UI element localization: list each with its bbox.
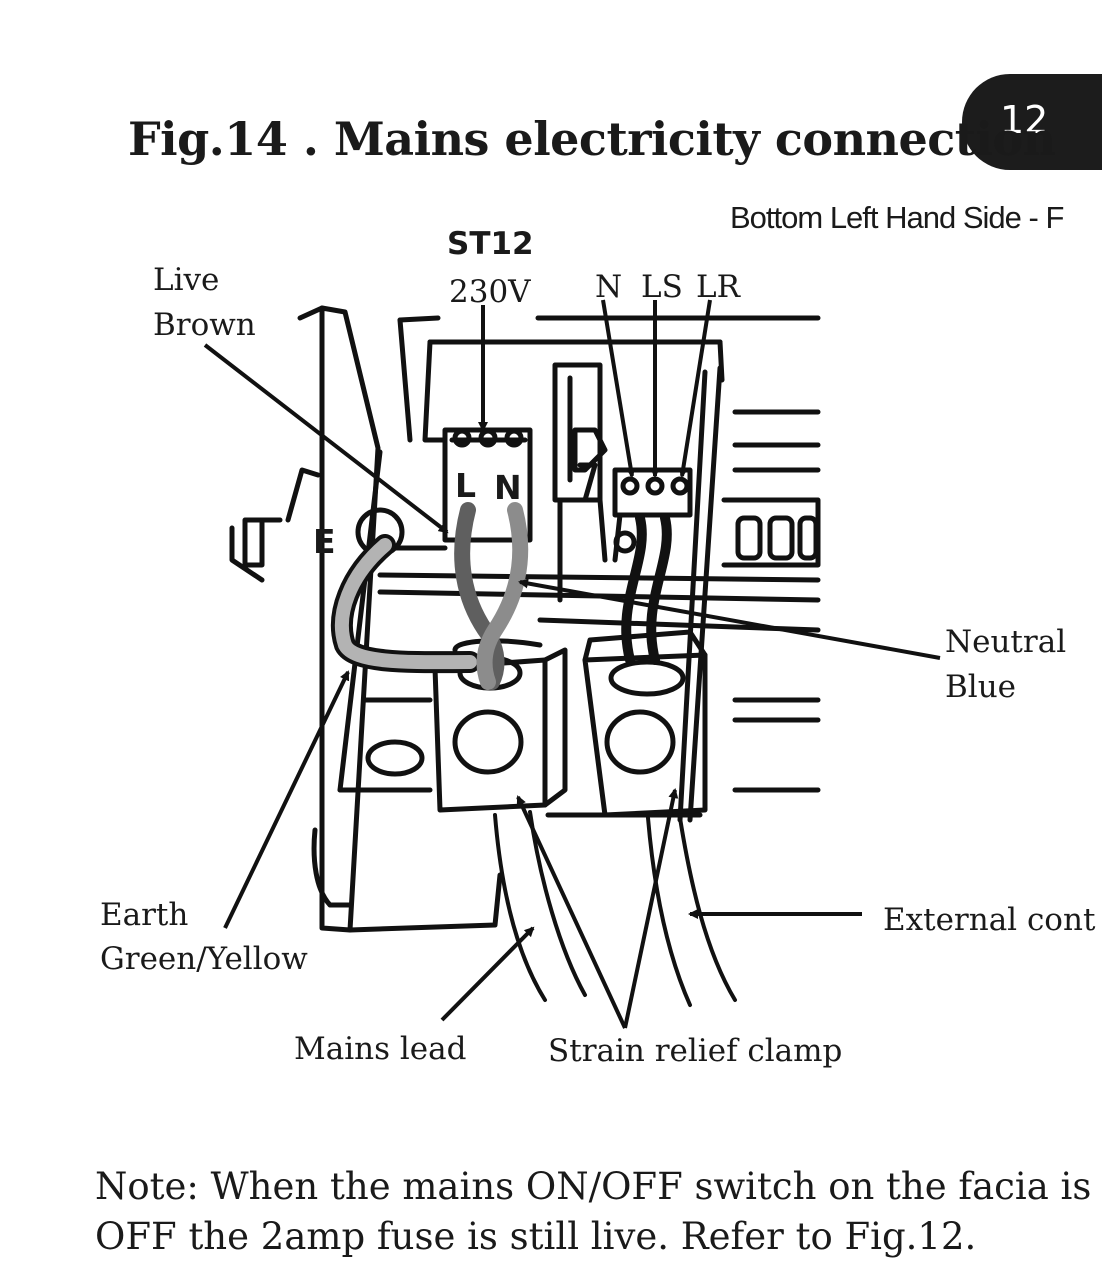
leader-arrows	[203, 299, 941, 1029]
earth-terminal-label: E	[313, 522, 336, 561]
ls-label: LS	[641, 269, 683, 305]
live-colour-label: Brown	[153, 307, 256, 343]
st12-label: ST12	[447, 226, 534, 262]
note-line-2: OFF the 2amp fuse is still live. Refer t…	[95, 1215, 977, 1258]
mains-lead-cable	[493, 810, 737, 1007]
earth-colour-label: Green/Yellow	[100, 941, 308, 977]
mains-lead-label: Mains lead	[294, 1031, 467, 1067]
earth-label: Earth	[100, 897, 189, 933]
page-number: 12	[1000, 98, 1049, 142]
figure-subtitle: Bottom Left Hand Side - F	[730, 200, 1064, 235]
switch-live-wires	[621, 513, 672, 665]
neutral-label: Neutral	[945, 624, 1067, 660]
terminal-l-label: L	[455, 466, 477, 505]
voltage-label: 230V	[449, 274, 531, 310]
strain-relief-label: Strain relief clamp	[548, 1033, 843, 1069]
note: Note: When the mains ON/OFF switch on th…	[95, 1162, 1091, 1262]
neutral-wire	[476, 502, 529, 690]
earth-wire	[334, 538, 477, 670]
housing-outline	[229, 305, 821, 933]
figure-title: Fig.14 . Mains electricity connection	[128, 112, 1056, 166]
lr-label: LR	[696, 269, 740, 305]
page-number-badge: 12	[962, 74, 1102, 170]
live-label: Live	[153, 262, 220, 298]
external-label: External cont	[883, 902, 1096, 938]
n-label: N	[595, 269, 623, 305]
terminal-n-label: N	[494, 468, 522, 507]
note-line-1: Note: When the mains ON/OFF switch on th…	[95, 1165, 1092, 1208]
live-wire	[454, 502, 505, 690]
neutral-colour-label: Blue	[945, 669, 1017, 705]
